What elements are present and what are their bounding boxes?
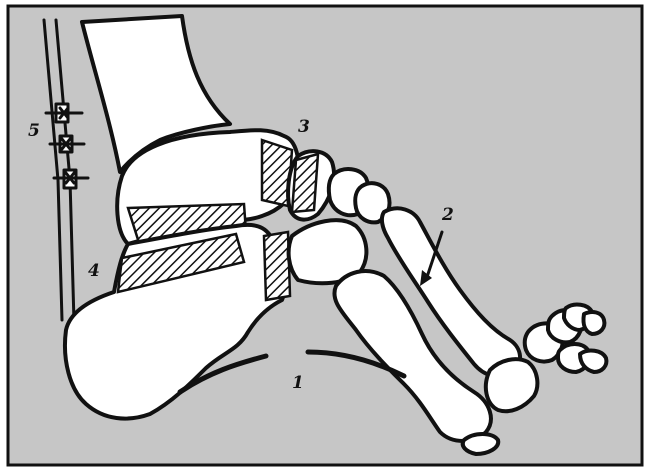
toe-phalanx-4-bone (583, 312, 604, 334)
label-4: 4 (88, 261, 100, 281)
navicular-hatched-region (292, 154, 318, 212)
toe-phalanx-6-bone (580, 351, 606, 372)
label-5: 5 (28, 121, 40, 141)
label-1: 1 (292, 373, 304, 393)
label-3: 3 (298, 117, 310, 137)
label-2: 2 (441, 205, 454, 225)
sesamoid-bone (463, 434, 498, 454)
calcaneocuboid-hatched-region (264, 232, 290, 300)
